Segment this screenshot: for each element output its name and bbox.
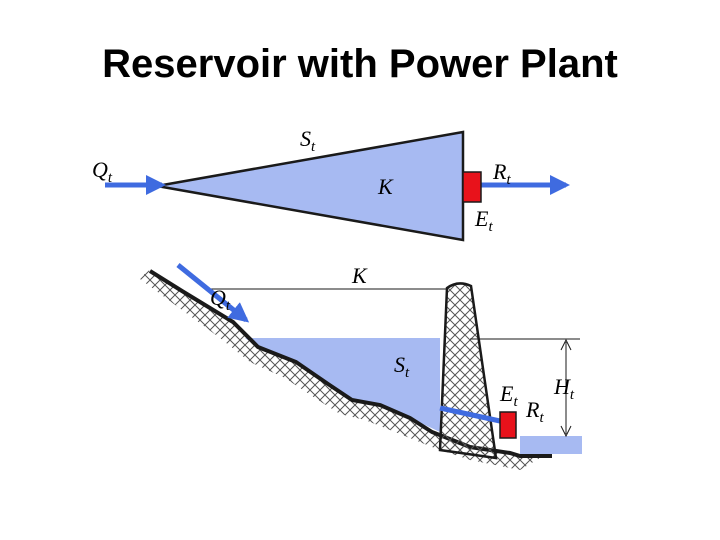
schematic-release-label: Rt (492, 159, 511, 188)
schematic-storage-label: St (300, 126, 316, 155)
schematic-energy-label: Et (474, 206, 493, 235)
downstream-water (520, 436, 582, 454)
schematic: Qt St K Rt Et (92, 126, 570, 242)
schematic-inflow-label: Qt (92, 157, 113, 186)
cross-release-label: Rt (525, 397, 544, 426)
turbine-box (462, 171, 482, 203)
cross-head-label: Ht (553, 374, 575, 403)
cross-turbine-box (499, 411, 517, 439)
head-arrow-top (560, 338, 572, 351)
dam-body (438, 282, 498, 460)
cross-section: Qt K St Et Rt Ht (140, 263, 582, 470)
cross-energy-label: Et (499, 381, 518, 410)
cross-inflow-label: Qt (210, 285, 231, 314)
head-arrow-bottom (560, 425, 572, 438)
cross-storage-label: St (394, 352, 410, 381)
schematic-capacity-label: K (377, 174, 394, 199)
cross-inflow-arrow (176, 263, 250, 323)
riverbed-line (148, 269, 552, 458)
slide-title: Reservoir with Power Plant (102, 42, 618, 86)
penstock-arrow (439, 405, 501, 424)
cross-capacity-label: K (351, 263, 368, 288)
